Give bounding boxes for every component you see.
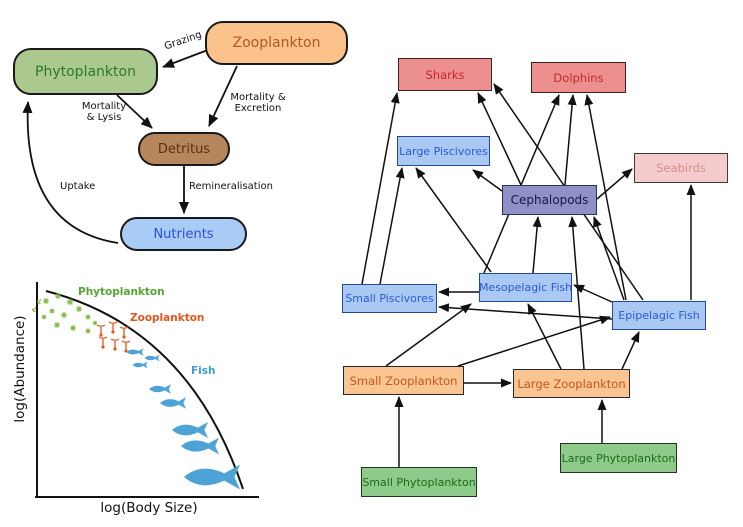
arrow-cephalopods-to-sharks: [477, 92, 522, 186]
food-web-arrows: [361, 83, 696, 467]
node-label: Small Phytoplankton: [362, 475, 476, 489]
node-epipelagic_fish: Epipelagic Fish: [612, 301, 706, 330]
arrow-cephalopods-to-large_piscivores: [472, 169, 503, 192]
phytoplankton-icon: [92, 320, 98, 326]
node-label: Dolphins: [553, 70, 604, 85]
arrow-cephalopods-to-dolphins: [564, 94, 577, 186]
node-large_zooplankton: Large Zooplankton: [513, 369, 630, 398]
phytoplankton-icon: [70, 325, 76, 331]
node-seabirds: Seabirds: [634, 153, 728, 183]
fish-icon: [132, 361, 148, 369]
size-spectrum-panel: [32, 282, 259, 498]
arrow-epipelagic_fish-to-small_piscivores: [438, 303, 613, 320]
arrow-cephalopods-to-seabirds: [596, 168, 633, 200]
node-label: Small Piscivores: [345, 292, 434, 305]
spectrum-zooplankton-label: Zooplankton: [130, 312, 205, 324]
node-label: Nutrients: [153, 226, 214, 242]
phytoplankton-icon: [66, 298, 74, 306]
arrow-large_zooplankton-to-epipelagic_fish: [621, 331, 640, 370]
arrow-zooplankton-to-phytoplankton: [162, 47, 214, 68]
x-axis-label: log(Body Size): [100, 500, 198, 516]
node-large_piscivores: Large Piscivores: [397, 136, 490, 166]
phytoplankton-icon: [49, 308, 55, 314]
arrow-zooplankton-to-detritus: [208, 65, 238, 127]
arrow-small_piscivores-to-sharks: [361, 92, 400, 285]
node-label: Large Piscivores: [399, 144, 488, 158]
zooplankton-icon: [119, 326, 129, 339]
arrow-epipelagic_fish-to-cephalopods: [593, 216, 625, 301]
phytoplankton-icon: [61, 312, 67, 318]
phytoplankton-icon: [37, 298, 42, 304]
fish-icon: [181, 437, 219, 455]
phytoplankton-icon: [85, 314, 91, 320]
arrow-large_zooplankton-to-cephalopods: [568, 216, 585, 370]
node-label: Sharks: [425, 67, 465, 82]
phytoplankton-icon: [54, 322, 60, 328]
mortality-excretion-label: Mortality & Excretion: [230, 92, 286, 114]
zooplankton-icon: [110, 338, 120, 351]
zooplankton-icon: [98, 336, 108, 349]
fish-icon: [184, 464, 240, 490]
zooplankton-icon: [121, 340, 131, 353]
zooplankton-icons: [96, 321, 131, 353]
spectrum-fish-label: Fish: [191, 365, 216, 377]
fish-icons: [126, 348, 240, 490]
zooplankton-icon: [96, 324, 106, 337]
arrow-small_zooplankton-to-epipelagic_fish: [457, 315, 611, 367]
node-cephalopods: Cephalopods: [502, 185, 597, 215]
arrow-small_piscivores-to-large_piscivores: [379, 167, 405, 285]
arrow-mesopelagic_fish-to-large_piscivores: [415, 167, 492, 273]
phytoplankton-icons: [32, 293, 98, 334]
nutrient-cycle-arrows: [22, 47, 238, 244]
fish-icon: [172, 422, 208, 438]
node-phytoplankton: Phytoplankton: [13, 48, 158, 95]
spectrum-phytoplankton-label: Phytoplankton: [78, 286, 165, 298]
fish-icon: [144, 354, 160, 362]
node-label: Mesopelagic Fish: [478, 281, 573, 294]
phytoplankton-icon: [43, 298, 49, 304]
node-mesopelagic_fish: Mesopelagic Fish: [479, 273, 572, 302]
node-zooplankton: Zooplankton: [205, 21, 348, 65]
arrow-large_zooplankton-to-mesopelagic_fish: [527, 303, 562, 370]
node-sharks: Sharks: [398, 58, 492, 91]
node-small_piscivores: Small Piscivores: [342, 284, 437, 313]
node-detritus: Detritus: [138, 132, 230, 166]
arrow-phytoplankton-to-detritus: [116, 94, 153, 129]
arrow-small_zooplankton-to-mesopelagic_fish: [385, 303, 472, 367]
node-large_phytoplankton: Large Phytoplankton: [560, 443, 677, 473]
node-label: Large Phytoplankton: [561, 451, 676, 465]
phytoplankton-icon: [85, 328, 91, 334]
arrow-nutrients-to-phytoplankton: [22, 101, 119, 244]
zooplankton-icon: [108, 321, 118, 334]
node-label: Cephalopods: [510, 193, 589, 207]
fish-icon: [149, 384, 171, 394]
node-label: Small Zooplankton: [349, 373, 458, 388]
node-label: Phytoplankton: [35, 63, 136, 80]
node-dolphins: Dolphins: [531, 62, 626, 93]
node-small_phytoplankton: Small Phytoplankton: [361, 467, 477, 497]
node-label: Large Zooplankton: [517, 376, 626, 391]
y-axis-label: log(Abundance): [12, 315, 28, 423]
node-nutrients: Nutrients: [120, 217, 247, 251]
uptake-label: Uptake: [60, 181, 96, 192]
phytoplankton-icon: [32, 306, 37, 312]
fish-icon: [126, 348, 144, 356]
mortality-lysis-label: Mortality & Lysis: [81, 101, 127, 123]
phytoplankton-icon: [41, 314, 47, 320]
arrow-epipelagic_fish-to-mesopelagic_fish: [573, 284, 613, 303]
remineralisation-label: Remineralisation: [189, 181, 273, 192]
abundance-curve: [45, 290, 244, 490]
arrow-mesopelagic_fish-to-cephalopods: [532, 216, 542, 274]
phytoplankton-icon: [76, 306, 82, 312]
arrow-epipelagic_fish-to-dolphins: [584, 94, 627, 301]
fish-icon: [160, 397, 186, 409]
node-label: Zooplankton: [232, 35, 321, 51]
phytoplankton-icon: [55, 293, 61, 299]
node-label: Seabirds: [656, 161, 706, 175]
arrow-mesopelagic_fish-to-dolphins: [483, 94, 560, 274]
node-label: Epipelagic Fish: [618, 309, 700, 322]
node-small_zooplankton: Small Zooplankton: [343, 366, 464, 395]
node-label: Detritus: [157, 141, 211, 157]
